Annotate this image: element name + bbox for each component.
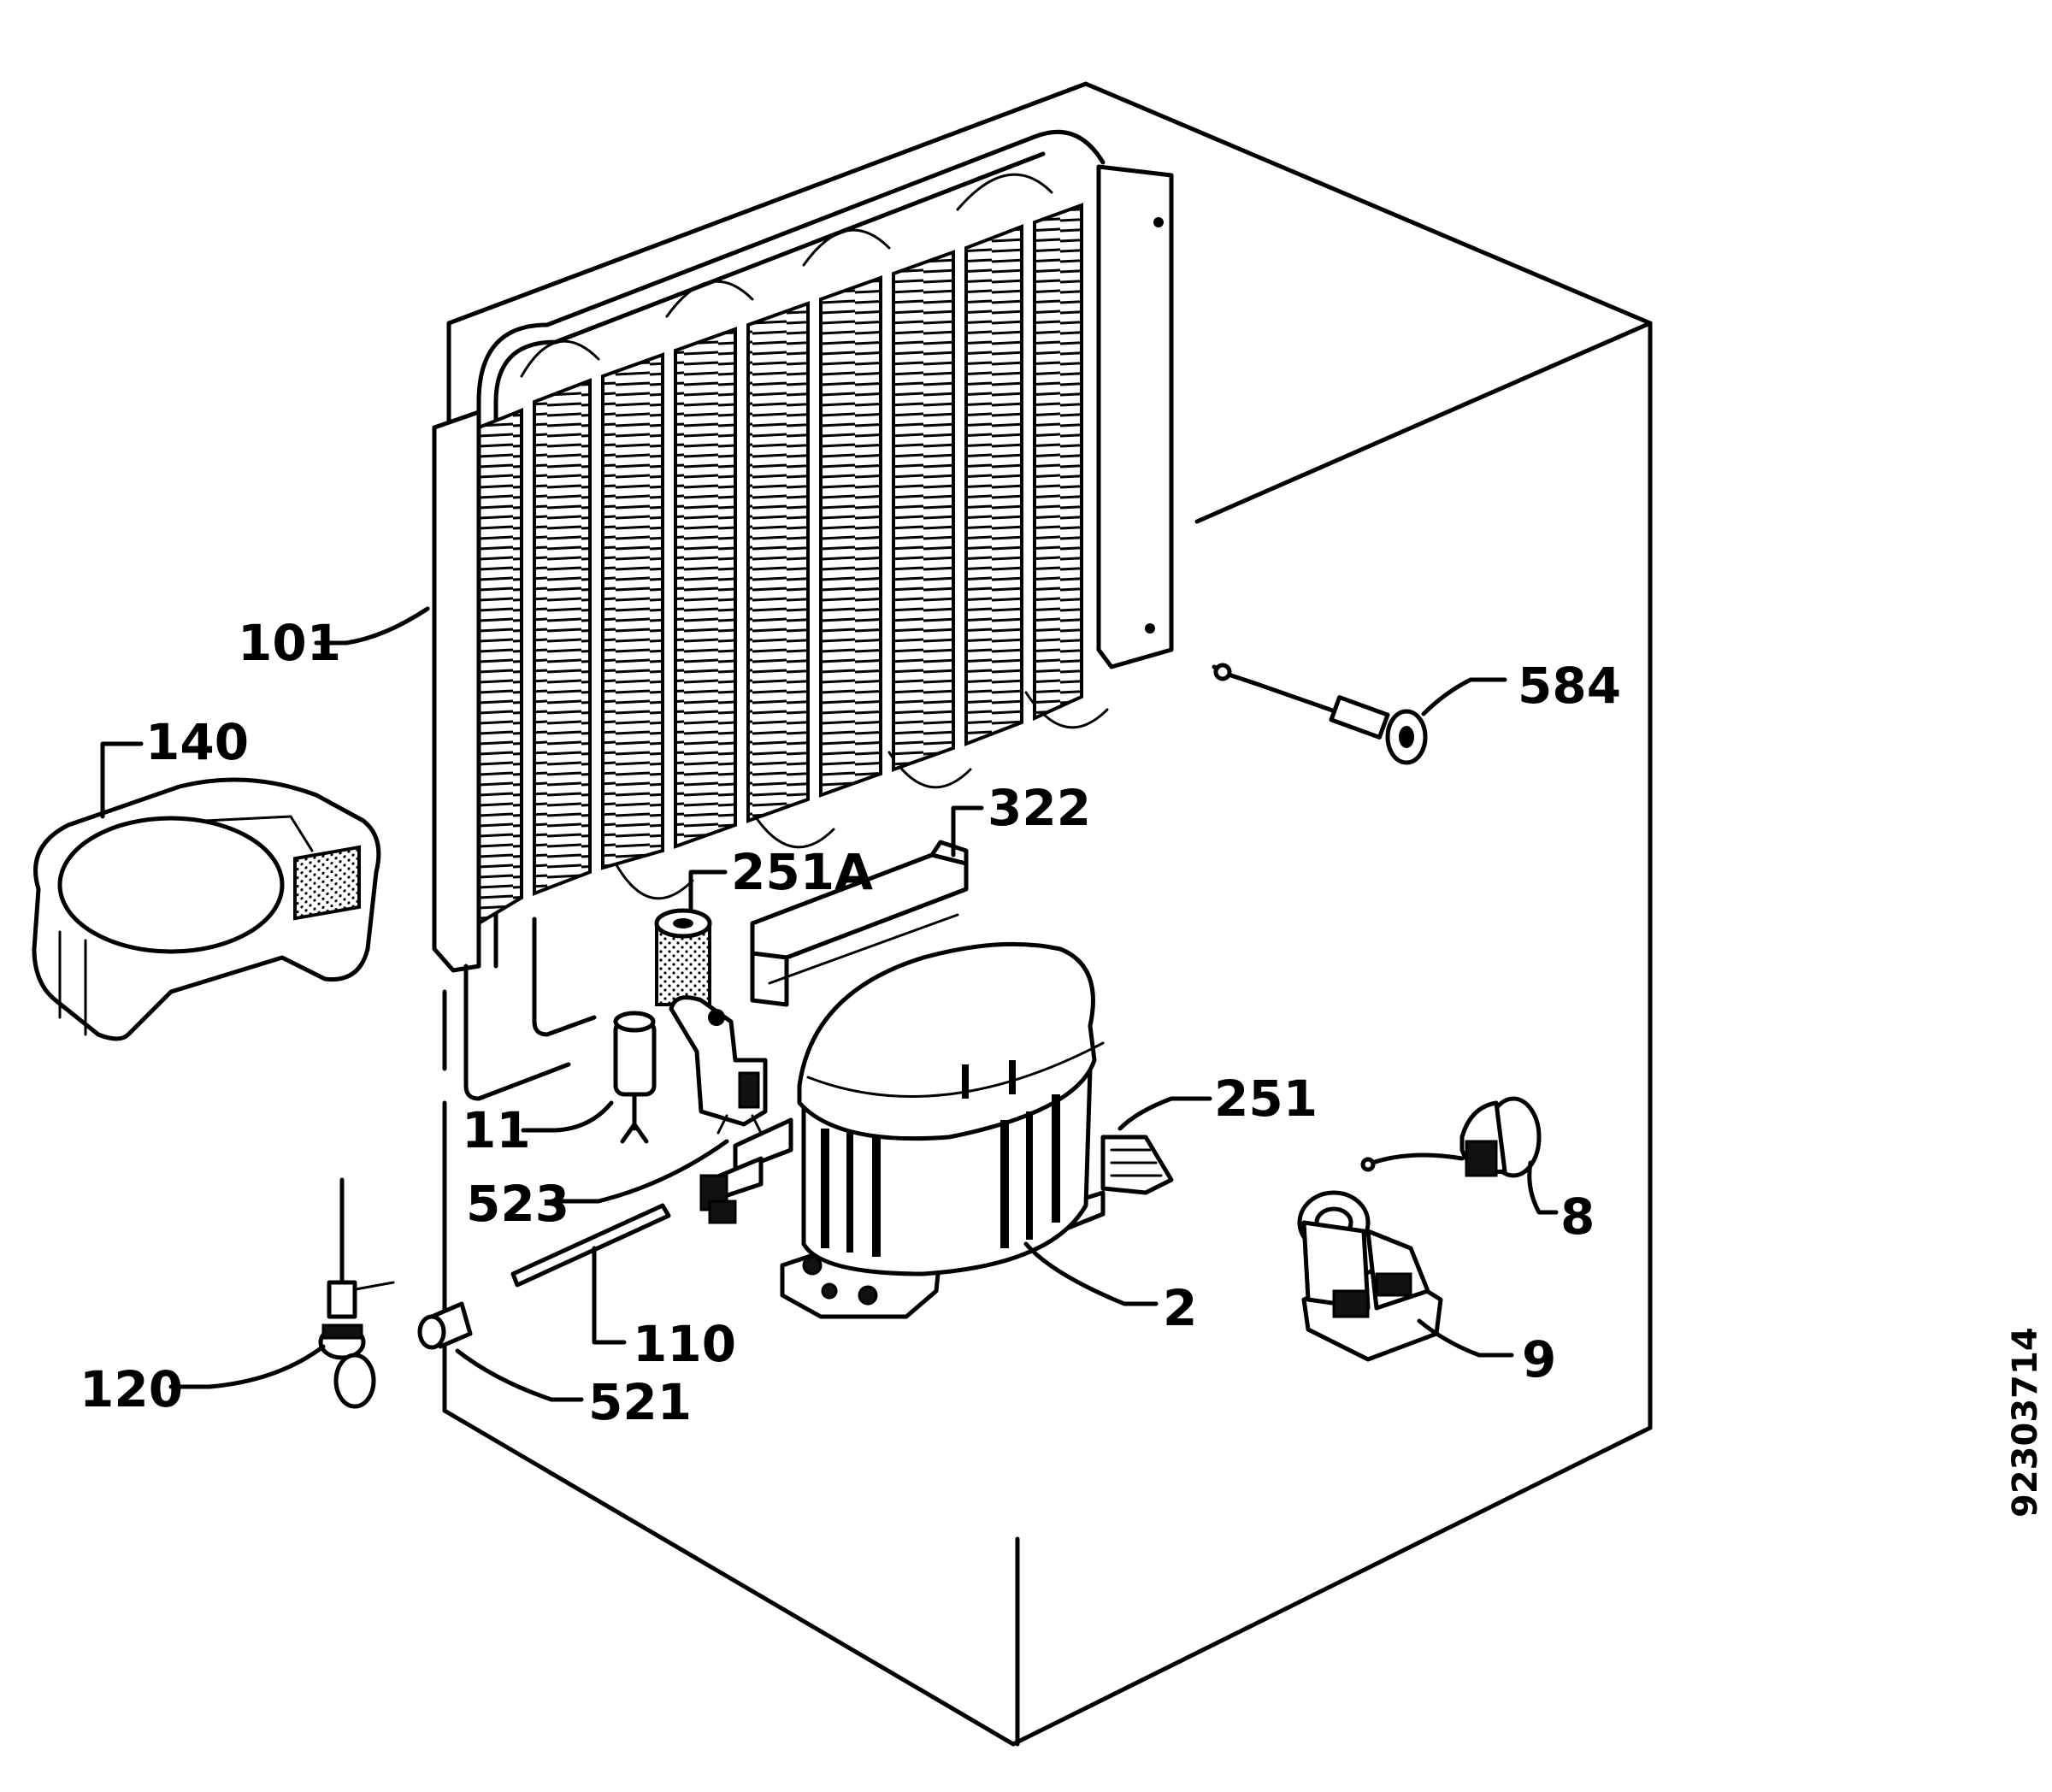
callout-523: 523 (466, 1175, 569, 1233)
callout-521: 521 (588, 1373, 692, 1431)
filter-251A (654, 908, 712, 1006)
callout-101: 101 (238, 614, 341, 672)
callout-251A: 251A (731, 843, 873, 901)
cabinet-outline (442, 81, 1653, 1747)
condenser-101 (432, 129, 1174, 1101)
compressor-2 (699, 941, 1106, 1319)
callout-11: 11 (462, 1101, 531, 1159)
callout-584: 584 (1518, 657, 1621, 715)
callout-2: 2 (1163, 1279, 1197, 1337)
callout-140: 140 (145, 713, 249, 771)
callout-120: 120 (80, 1360, 183, 1418)
clip-251 (1100, 1135, 1174, 1195)
callout-322: 322 (988, 779, 1091, 837)
leader-lines (100, 606, 1559, 1402)
mounting-bracket-322 (750, 840, 969, 1007)
thermostat-8 (1360, 1096, 1542, 1178)
reference-number: 92303714 (2006, 1327, 2045, 1518)
relay-523 (669, 995, 768, 1135)
grommet-120 (318, 1177, 395, 1409)
callout-251: 251 (1214, 1070, 1318, 1128)
capacitor-11 (613, 1011, 657, 1144)
thermostat-housing-9 (1297, 1190, 1443, 1362)
sensor-probe-584 (1212, 663, 1428, 765)
callout-labels: 101 140 584 322 251A 11 251 523 8 2 110 … (80, 614, 1621, 1431)
plug-521 (417, 1301, 473, 1350)
drip-tray-140 (32, 777, 381, 1041)
tube-110 (510, 1203, 671, 1288)
callout-9: 9 (1522, 1330, 1556, 1388)
callout-8: 8 (1560, 1188, 1595, 1246)
callout-110: 110 (633, 1315, 736, 1373)
